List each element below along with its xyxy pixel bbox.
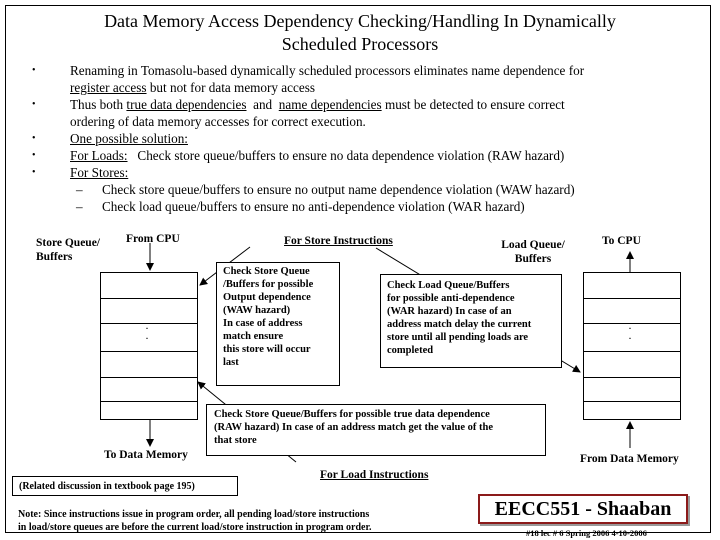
sub-bullet-1: – Check store queue/buffers to ensure no… bbox=[76, 182, 575, 197]
store-queue-buffers: · · bbox=[100, 272, 198, 420]
from-cpu-label: From CPU bbox=[126, 233, 180, 245]
store-queue-label: Store Queue/ Buffers bbox=[36, 237, 100, 263]
raw-check-box: Check Store Queue/Buffers for possible t… bbox=[206, 404, 546, 456]
to-data-memory-label: To Data Memory bbox=[104, 449, 188, 461]
bullet-1: • Renaming in Tomasolu-based dynamically… bbox=[32, 63, 585, 95]
bullet-4: • For Loads: Check store queue/buffers t… bbox=[32, 148, 565, 163]
slide-number: #18 lec # 6 Spring 2006 4-10-2006 bbox=[526, 528, 647, 538]
load-check-box: Check Load Queue/Buffers for possible an… bbox=[380, 274, 562, 368]
slide-title: Data Memory Access Dependency Checking/H… bbox=[104, 11, 616, 54]
for-load-instructions-label: For Load Instructions bbox=[320, 469, 429, 481]
program-order-note: Note: Since instructions issue in progra… bbox=[18, 509, 372, 533]
slide-frame bbox=[5, 5, 711, 533]
bullet-dot: • bbox=[32, 99, 36, 110]
bullet-3: • One possible solution: bbox=[32, 131, 188, 146]
course-logo: EECC551 - Shaaban bbox=[478, 494, 688, 524]
bullet-5: • For Stores: bbox=[32, 165, 129, 180]
from-data-memory-label: From Data Memory bbox=[580, 453, 679, 465]
bullet-dot: • bbox=[32, 150, 36, 161]
load-queue-buffers: · · bbox=[583, 272, 681, 420]
load-queue-label: Load Queue/ Buffers bbox=[501, 239, 565, 265]
bullet-dot: • bbox=[32, 133, 36, 144]
bullet-dot: • bbox=[32, 167, 36, 178]
bullet-list: • Renaming in Tomasolu-based dynamically… bbox=[30, 62, 690, 215]
store-check-box: Check Store Queue /Buffers for possible … bbox=[216, 262, 340, 386]
bullet-dot: • bbox=[32, 65, 36, 76]
related-discussion-box: (Related discussion in textbook page 195… bbox=[12, 476, 238, 496]
sub-bullet-2: – Check load queue/buffers to ensure no … bbox=[76, 199, 525, 214]
to-cpu-label: To CPU bbox=[602, 235, 641, 247]
bullet-2: • Thus both true data dependencies and n… bbox=[32, 97, 565, 129]
for-store-instructions-label: For Store Instructions bbox=[284, 235, 393, 247]
